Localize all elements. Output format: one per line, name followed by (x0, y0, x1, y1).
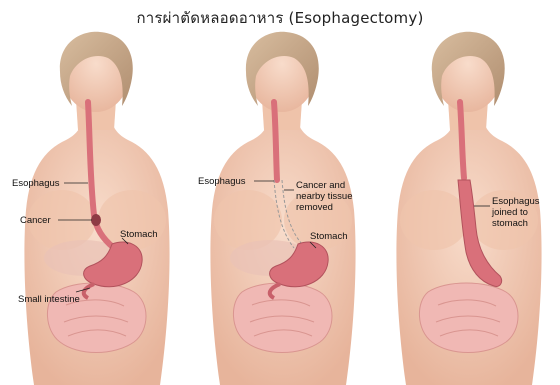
esophagus-organ (460, 102, 464, 178)
label-stomach: Stomach (120, 229, 158, 240)
label-esophagus-joined: Esophagus joined to stomach (492, 196, 556, 229)
panel-before-surgery: Esophagus Cancer Stomach Small intestine (4, 30, 190, 385)
intestines (419, 283, 518, 353)
label-small-intestine: Small intestine (18, 294, 80, 305)
intestines (233, 283, 332, 353)
label-stomach: Stomach (310, 231, 348, 242)
diagram-title: การผ่าตัดหลอดอาหาร (Esophagectomy) (0, 6, 560, 30)
panel-tissue-removed: Esophagus Cancer and nearby tissue remov… (190, 30, 376, 385)
esophagus-organ (274, 102, 277, 180)
torso-illustration-1 (4, 30, 190, 385)
label-esophagus: Esophagus (198, 176, 246, 187)
cancer-tumor (91, 214, 101, 226)
label-cancer-removed: Cancer and nearby tissue removed (296, 180, 366, 213)
label-cancer: Cancer (20, 215, 51, 226)
label-esophagus: Esophagus (12, 178, 60, 189)
panel-after-surgery: Esophagus joined to stomach (376, 30, 560, 385)
